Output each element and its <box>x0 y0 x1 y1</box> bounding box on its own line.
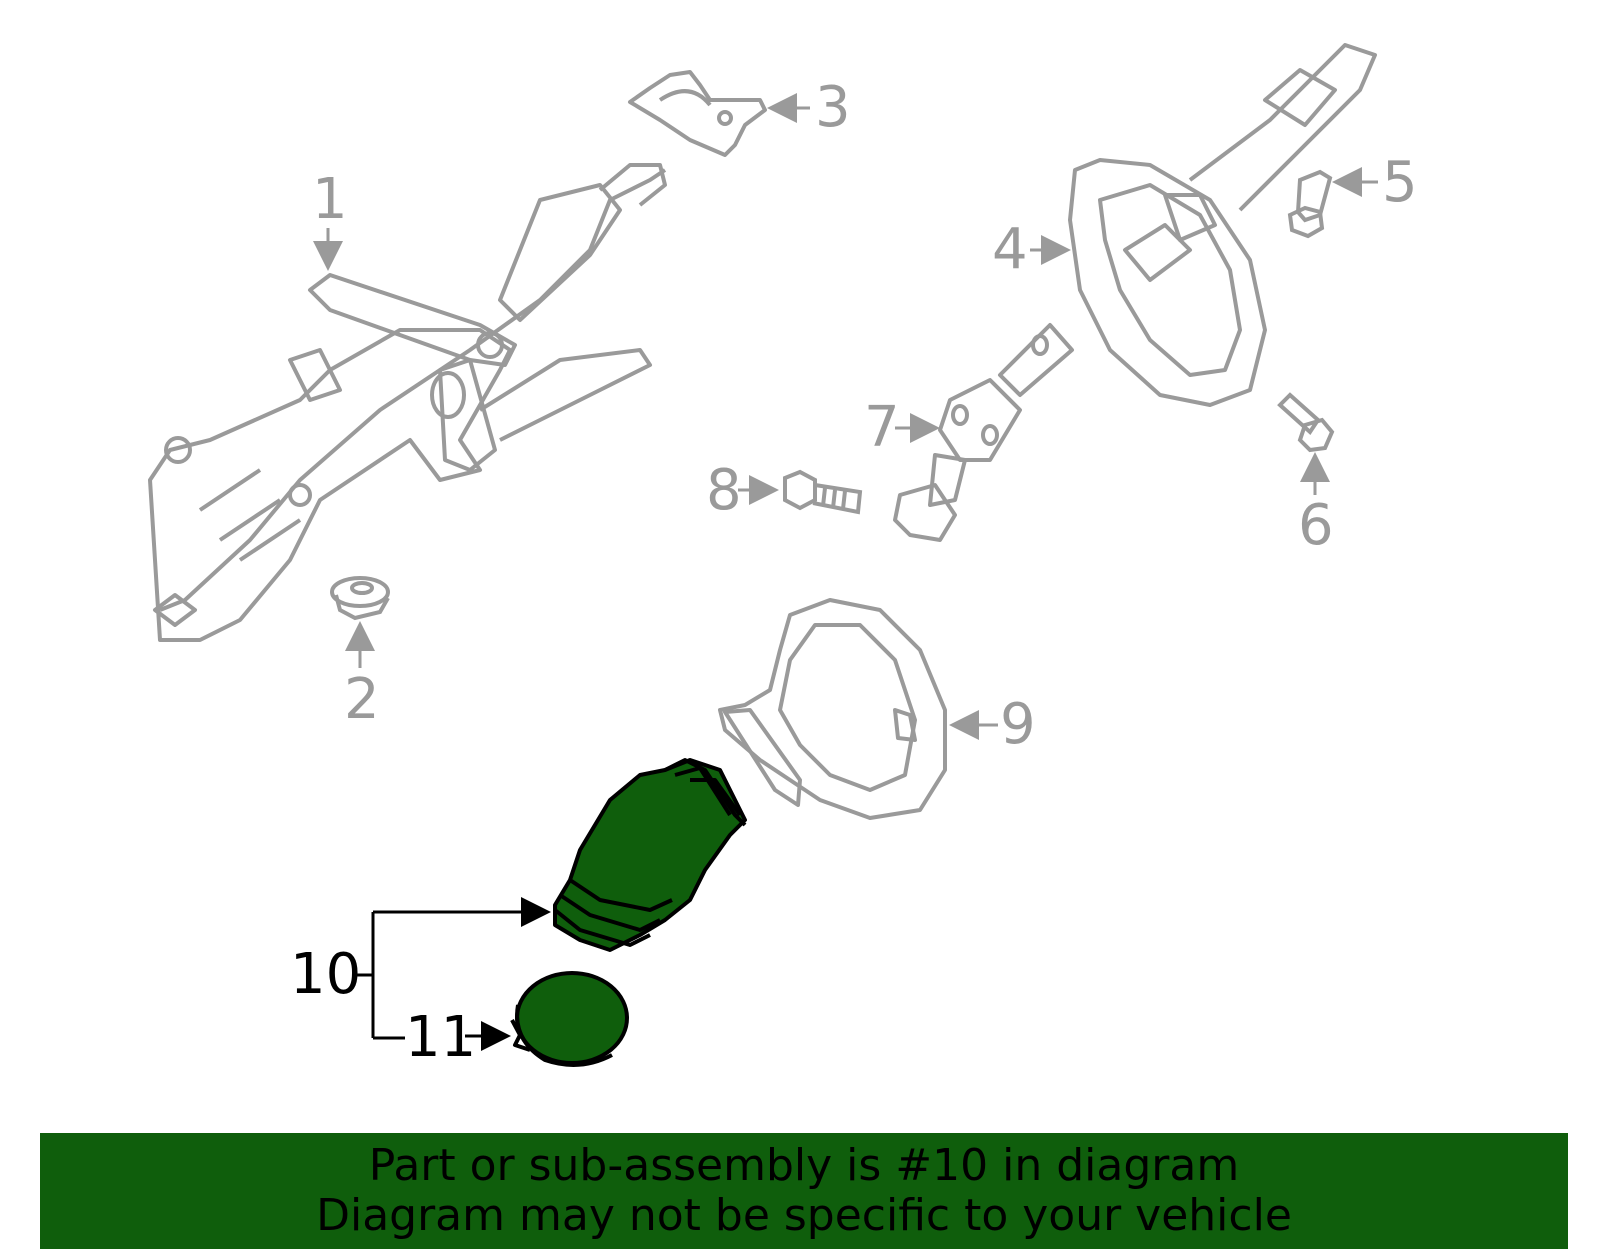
steering-column-part <box>148 163 667 642</box>
highlighted-clamp-part-11 <box>510 971 629 1067</box>
banner-line-2: Diagram may not be specific to your vehi… <box>316 1190 1292 1241</box>
parts-diagram <box>148 43 1378 1067</box>
boot-seal-part <box>718 598 947 820</box>
bolt-part-8 <box>783 469 863 515</box>
callout-3: 3 <box>815 75 851 140</box>
nut-part <box>330 576 390 621</box>
callout-2: 2 <box>344 667 380 732</box>
callout-1: 1 <box>312 167 348 232</box>
universal-joint-part <box>893 323 1074 542</box>
highlighted-boot-part-10 <box>553 758 747 952</box>
bracket-part <box>628 70 767 157</box>
callout-6: 6 <box>1298 493 1334 558</box>
callout-4: 4 <box>992 217 1028 282</box>
callout-9: 9 <box>1000 692 1036 757</box>
callout-arrows <box>313 93 1378 1051</box>
bolt-part-6 <box>1277 392 1335 453</box>
callout-10: 10 <box>290 942 362 1007</box>
callout-11: 11 <box>405 1005 477 1070</box>
callout-7: 7 <box>864 395 900 460</box>
bolt-part-5 <box>1287 169 1333 239</box>
callout-5: 5 <box>1382 150 1418 215</box>
info-banner: Part or sub-assembly is #10 in diagram D… <box>40 1133 1568 1249</box>
banner-line-1: Part or sub-assembly is #10 in diagram <box>368 1140 1240 1191</box>
callout-8: 8 <box>706 458 742 523</box>
intermediate-shaft-part <box>1068 43 1377 407</box>
